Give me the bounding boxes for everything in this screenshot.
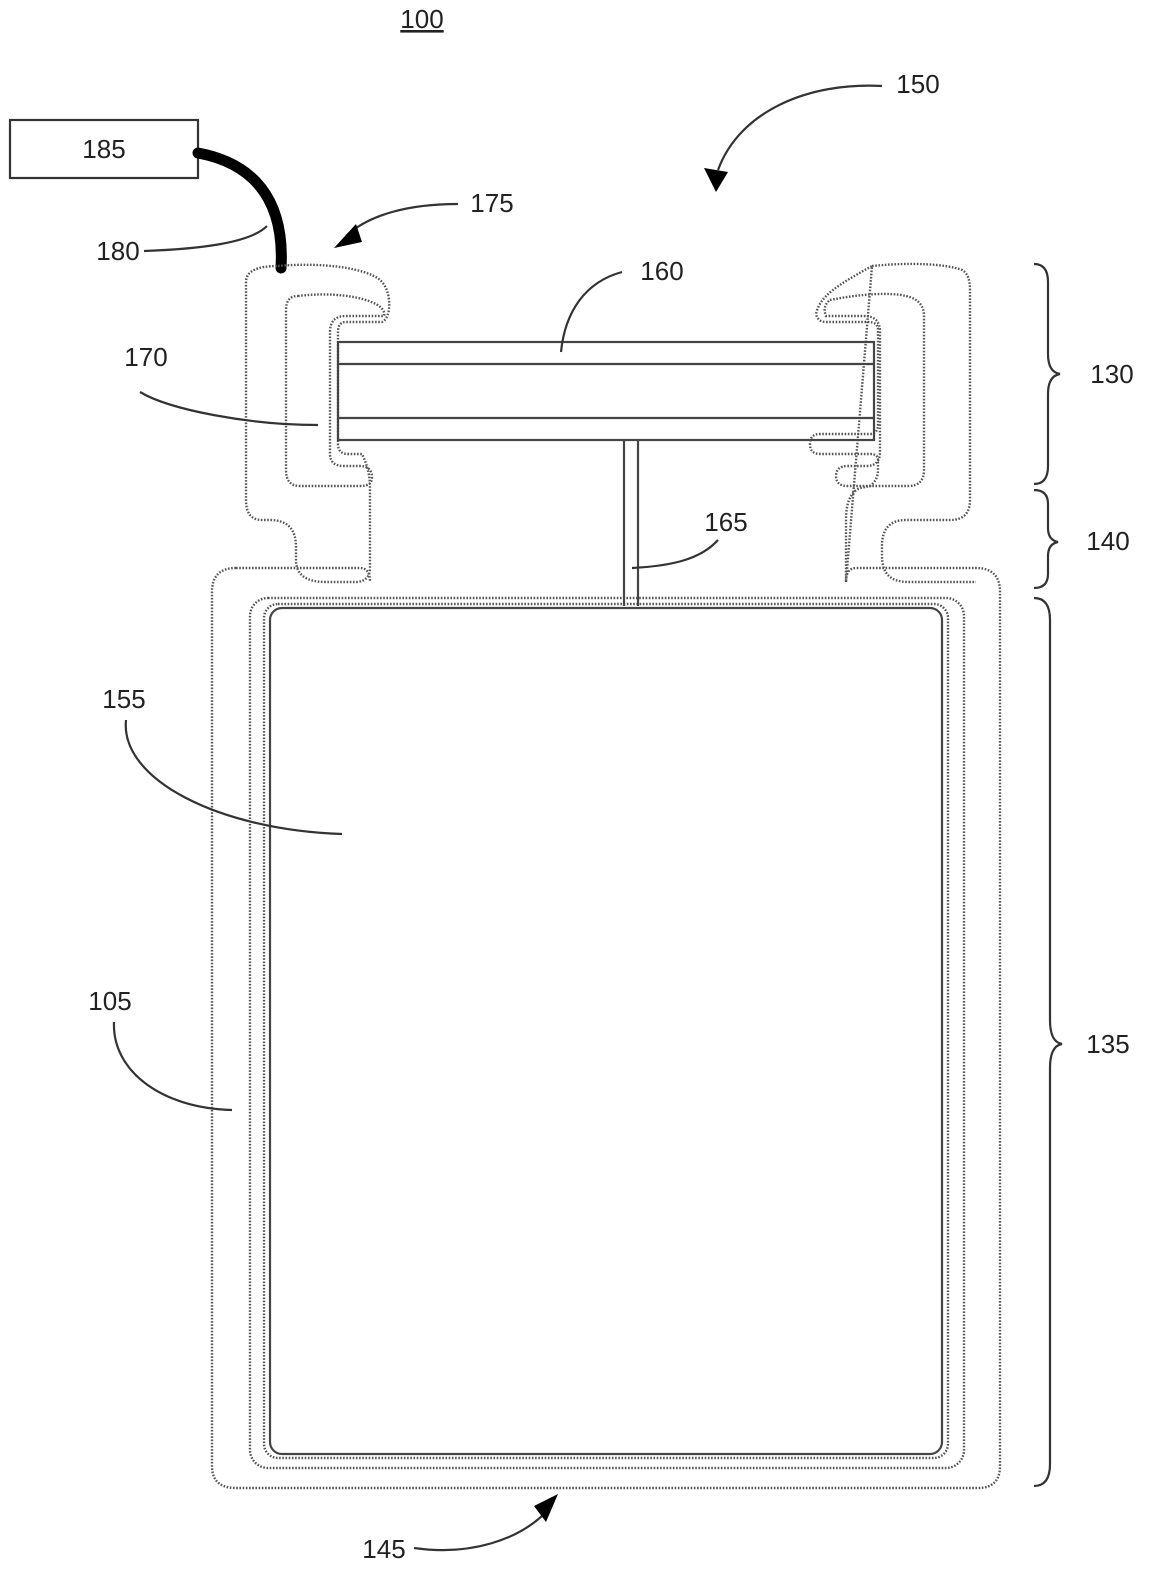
brace-130: [1033, 262, 1061, 486]
label-185: 185: [82, 134, 125, 164]
leader-165: [631, 539, 719, 570]
arrow-150: [716, 84, 883, 171]
stopper-160: [336, 340, 876, 442]
leader-105: [112, 1021, 233, 1112]
body-wall-inner: [262, 602, 950, 1460]
chamber-155: [268, 606, 944, 1456]
label-105: 105: [88, 986, 131, 1016]
arrowhead-175: [334, 224, 362, 248]
leader-160: [559, 270, 623, 353]
label-170: 170: [124, 342, 167, 372]
label-175: 175: [470, 188, 513, 218]
leader-155: [124, 719, 343, 836]
inner-vial-wall: [284, 293, 386, 488]
leader-170: [139, 391, 319, 427]
brace-140: [1033, 488, 1059, 590]
label-150: 150: [896, 69, 939, 99]
label-145: 145: [362, 1534, 405, 1564]
label-180: 180: [96, 236, 139, 266]
body-wall-middle: [248, 596, 966, 1470]
figure-number: 100: [400, 4, 443, 34]
arrow-175: [345, 202, 459, 237]
outer-body-wall: [210, 566, 1002, 1490]
outer-vial-wall-right: [808, 262, 976, 584]
arrowhead-145: [534, 1494, 558, 1522]
cable-180: [192, 147, 287, 274]
label-140: 140: [1086, 526, 1129, 556]
arrowhead-150: [704, 168, 728, 192]
label-165: 165: [704, 507, 747, 537]
brace-135: [1033, 596, 1063, 1488]
label-160: 160: [640, 256, 683, 286]
arrow-145: [413, 1509, 549, 1552]
component-185-box: [8, 118, 200, 180]
label-130: 130: [1090, 359, 1133, 389]
label-155: 155: [102, 684, 145, 714]
label-135: 135: [1086, 1029, 1129, 1059]
leader-180: [143, 225, 268, 253]
